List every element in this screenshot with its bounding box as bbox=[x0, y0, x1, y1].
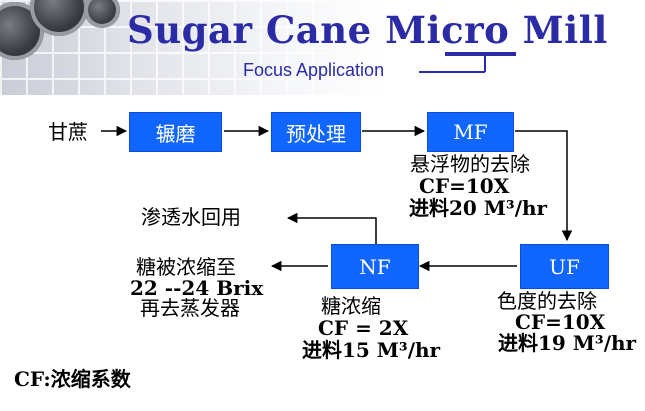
input-cane-label: 甘蔗 bbox=[48, 120, 88, 144]
mf-note-cf: CF=10X bbox=[419, 174, 510, 198]
subtitle-connector-line bbox=[419, 71, 485, 73]
concentrate-label-line1: 糖被浓缩至 bbox=[136, 255, 236, 279]
page-title: Sugar Cane Micro Mill bbox=[127, 8, 608, 52]
uf-box: UF bbox=[520, 244, 609, 289]
page-subtitle: Focus Application bbox=[243, 60, 385, 80]
concentrate-label-evaporator: 再去蒸发器 bbox=[140, 296, 240, 320]
title-underline bbox=[445, 52, 516, 56]
pretreatment-box: 预处理 bbox=[271, 112, 361, 152]
mf-box: MF bbox=[427, 112, 514, 152]
mf-note-removal: 悬浮物的去除 bbox=[410, 152, 530, 176]
arrow-mf-to-uf bbox=[515, 130, 573, 242]
nf-note-cf: CF = 2X bbox=[318, 316, 409, 340]
nf-note-feed: 进料15 M³/hr bbox=[302, 338, 441, 362]
subtitle-connector-tick bbox=[484, 56, 486, 72]
arrow-nf-to-permeate bbox=[286, 212, 377, 244]
nf-note-concentration: 糖浓缩 bbox=[321, 294, 381, 318]
nf-box: NF bbox=[331, 244, 419, 289]
uf-note-cf: CF=10X bbox=[515, 310, 606, 334]
decor-wheel-3 bbox=[84, 0, 120, 28]
mf-note-feed: 进料20 M³/hr bbox=[409, 196, 548, 220]
concentrate-label-brix: 22 --24 Brix bbox=[130, 276, 264, 300]
footnote-cf-definition: CF:浓缩系数 bbox=[14, 367, 131, 391]
uf-note-feed: 进料19 M³/hr bbox=[498, 331, 637, 355]
milling-box: 辗磨 bbox=[129, 112, 222, 152]
uf-note-removal: 色度的去除 bbox=[497, 289, 597, 313]
permeate-reuse-label: 渗透水回用 bbox=[141, 205, 241, 229]
